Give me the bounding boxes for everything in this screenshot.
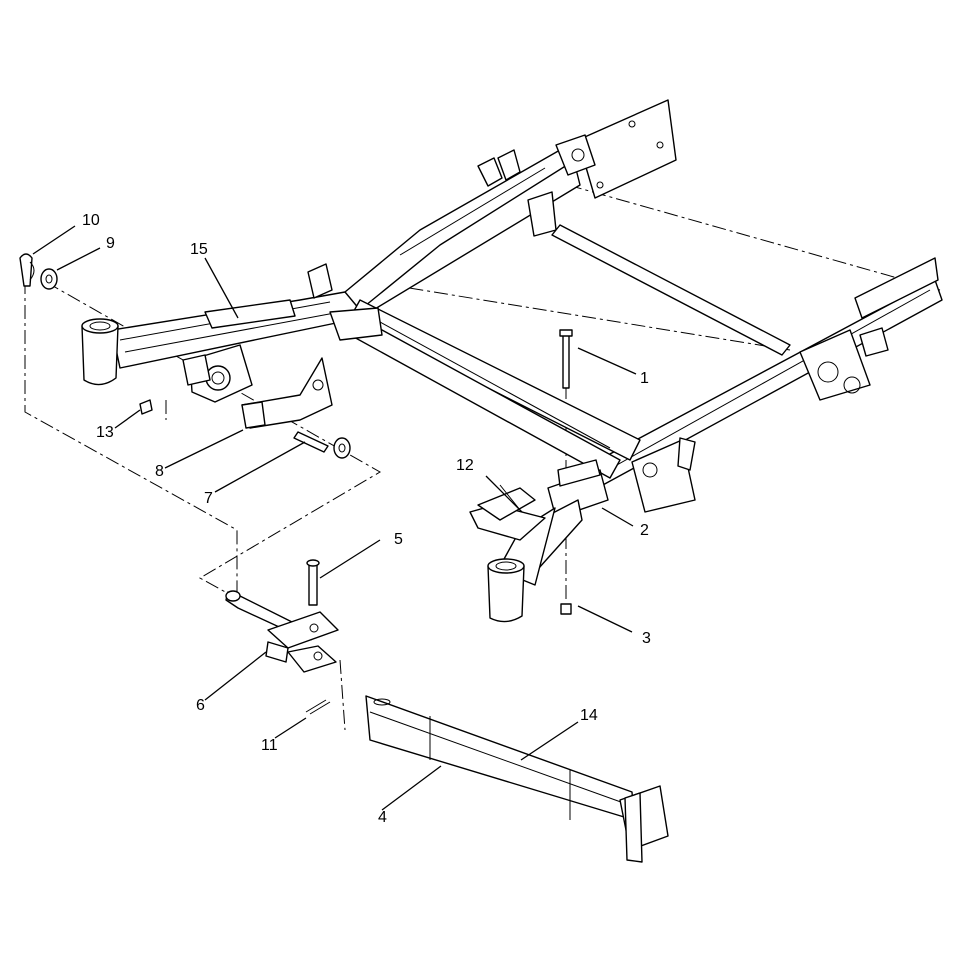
part-6-clevis	[225, 590, 339, 673]
callout-15: 15	[190, 241, 208, 258]
left-caster-tube	[81, 318, 119, 386]
part-1-bolt	[559, 329, 573, 389]
callout-11: 11	[261, 737, 278, 754]
part-5-pin	[306, 559, 320, 606]
part-10-lynch-pin	[19, 253, 35, 287]
callout-4: 4	[378, 809, 387, 826]
part-7-pin	[293, 431, 351, 459]
part-12-bracket	[469, 484, 546, 541]
callout-5: 5	[394, 531, 403, 548]
callout-3: 3	[642, 630, 651, 647]
left-pivot-plate	[182, 344, 253, 403]
callout-2: 2	[640, 522, 649, 539]
assembly-centerlines	[24, 184, 941, 731]
callout-7: 7	[204, 490, 213, 507]
leader-lines	[32, 225, 637, 811]
part-4-front-tube	[365, 695, 669, 863]
part-13-nut	[139, 399, 153, 415]
callout-8: 8	[155, 463, 164, 480]
callout-14: 14	[580, 707, 598, 724]
callout-10: 10	[82, 212, 100, 229]
callout-9: 9	[106, 235, 115, 252]
callout-6: 6	[196, 697, 205, 714]
callout-1: 1	[640, 370, 649, 387]
part-9-washer	[40, 268, 58, 290]
callout-labels: 1 2 3 4 5 6 7 8 9 10 11 12 13 14 15	[82, 212, 651, 826]
right-caster-tube	[487, 558, 525, 623]
main-frame	[111, 99, 943, 586]
part-11-cotter-pin	[305, 699, 331, 715]
part-3-nut	[560, 603, 572, 615]
part-8-arm	[241, 357, 333, 429]
callout-13: 13	[96, 424, 114, 441]
callout-12: 12	[456, 457, 474, 474]
